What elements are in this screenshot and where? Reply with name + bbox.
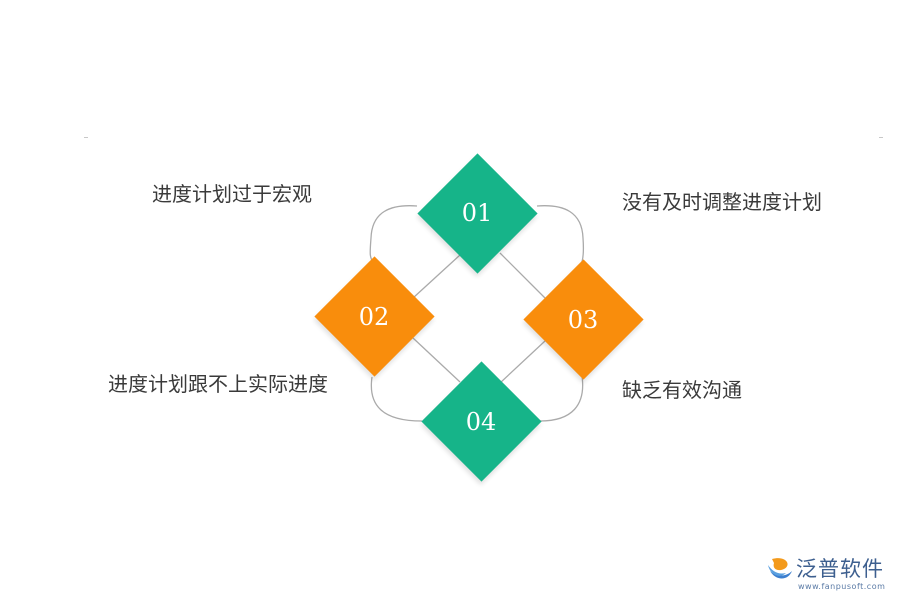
node-04-number: 04 bbox=[465, 408, 497, 436]
inner-line-03-04 bbox=[499, 340, 546, 384]
outer-arc-top-left bbox=[369, 205, 418, 264]
node-01-number: 01 bbox=[461, 199, 493, 227]
logo-name: 泛普软件 bbox=[796, 557, 884, 581]
brand-logo: 泛普软件 www.fanpusoft.com bbox=[766, 553, 896, 597]
corner-mark-right bbox=[879, 137, 883, 138]
node-02-number: 02 bbox=[358, 303, 390, 331]
inner-line-01-02 bbox=[412, 254, 461, 299]
node-03-number: 03 bbox=[567, 306, 599, 334]
label-03: 没有及时调整进度计划 bbox=[622, 190, 822, 214]
outer-arc-bottom-left bbox=[370, 376, 423, 422]
logo-url: www.fanpusoft.com bbox=[798, 582, 886, 591]
corner-mark-left bbox=[84, 137, 88, 138]
outer-arc-top-right bbox=[536, 205, 585, 267]
label-02: 进度计划跟不上实际进度 bbox=[108, 372, 328, 396]
fanpu-logo-icon bbox=[768, 558, 792, 579]
label-04: 缺乏有效沟通 bbox=[622, 378, 742, 402]
label-01: 进度计划过于宏观 bbox=[152, 182, 312, 206]
inner-line-02-04 bbox=[412, 337, 461, 383]
inner-line-01-03 bbox=[499, 252, 546, 299]
outer-arc-bottom-right bbox=[539, 375, 584, 422]
